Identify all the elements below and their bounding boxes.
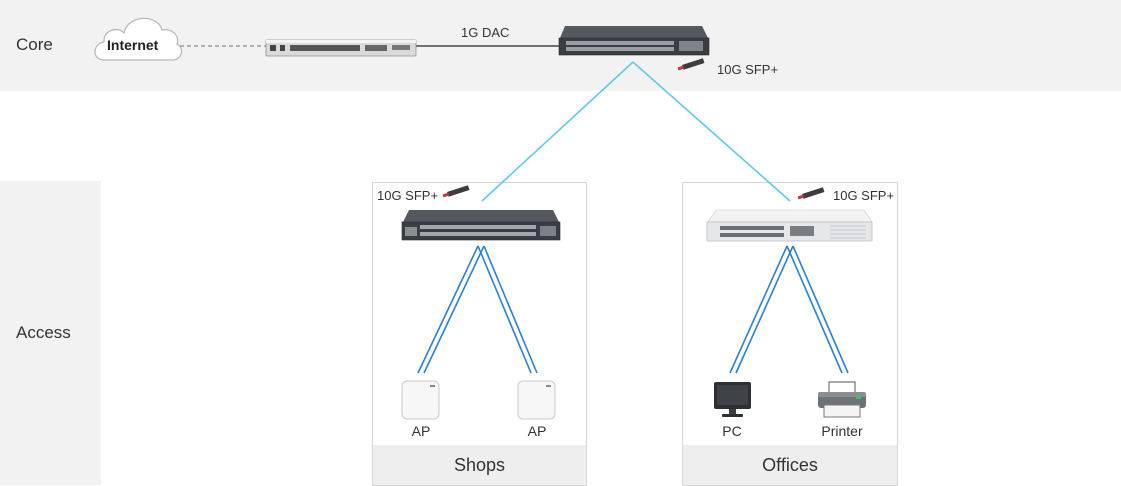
access-band — [0, 181, 101, 485]
device-label-pc: PC — [722, 423, 742, 439]
sfp-module-icon-offices — [797, 187, 825, 200]
group-title-offices: Offices — [683, 445, 897, 485]
pc-icon — [714, 382, 751, 417]
access-point-icon-1 — [401, 380, 440, 420]
sfp-module-icon-core — [677, 58, 705, 71]
shops-switch-icon — [401, 210, 561, 241]
access-point-icon-2 — [517, 380, 556, 420]
row-label-core: Core — [16, 35, 53, 54]
printer-icon — [818, 381, 866, 418]
device-label-ap-1: AP — [411, 423, 431, 439]
internet-label: Internet — [107, 37, 159, 53]
sfp-shops-label: 10G SFP+ — [377, 188, 439, 203]
sfp-module-icon-shops — [442, 185, 470, 198]
ethernet-links-shops — [417, 245, 538, 374]
cloud-icon — [94, 17, 183, 61]
core-switch-icon — [558, 26, 710, 56]
sfp-offices-label: 10G SFP+ — [833, 188, 895, 203]
sfp-core-label: 10G SFP+ — [717, 62, 779, 77]
row-label-access: Access — [16, 323, 71, 342]
device-label-ap-2: AP — [527, 423, 547, 439]
offices-switch-icon — [706, 209, 873, 242]
router-icon — [265, 39, 417, 57]
group-title-shops: Shops — [373, 445, 586, 485]
fiber-link-offices — [632, 61, 791, 202]
device-label-printer: Printer — [821, 423, 863, 439]
fiber-link-shops — [481, 61, 634, 202]
ethernet-links-offices — [729, 245, 849, 374]
dac-link-label: 1G DAC — [461, 25, 510, 40]
